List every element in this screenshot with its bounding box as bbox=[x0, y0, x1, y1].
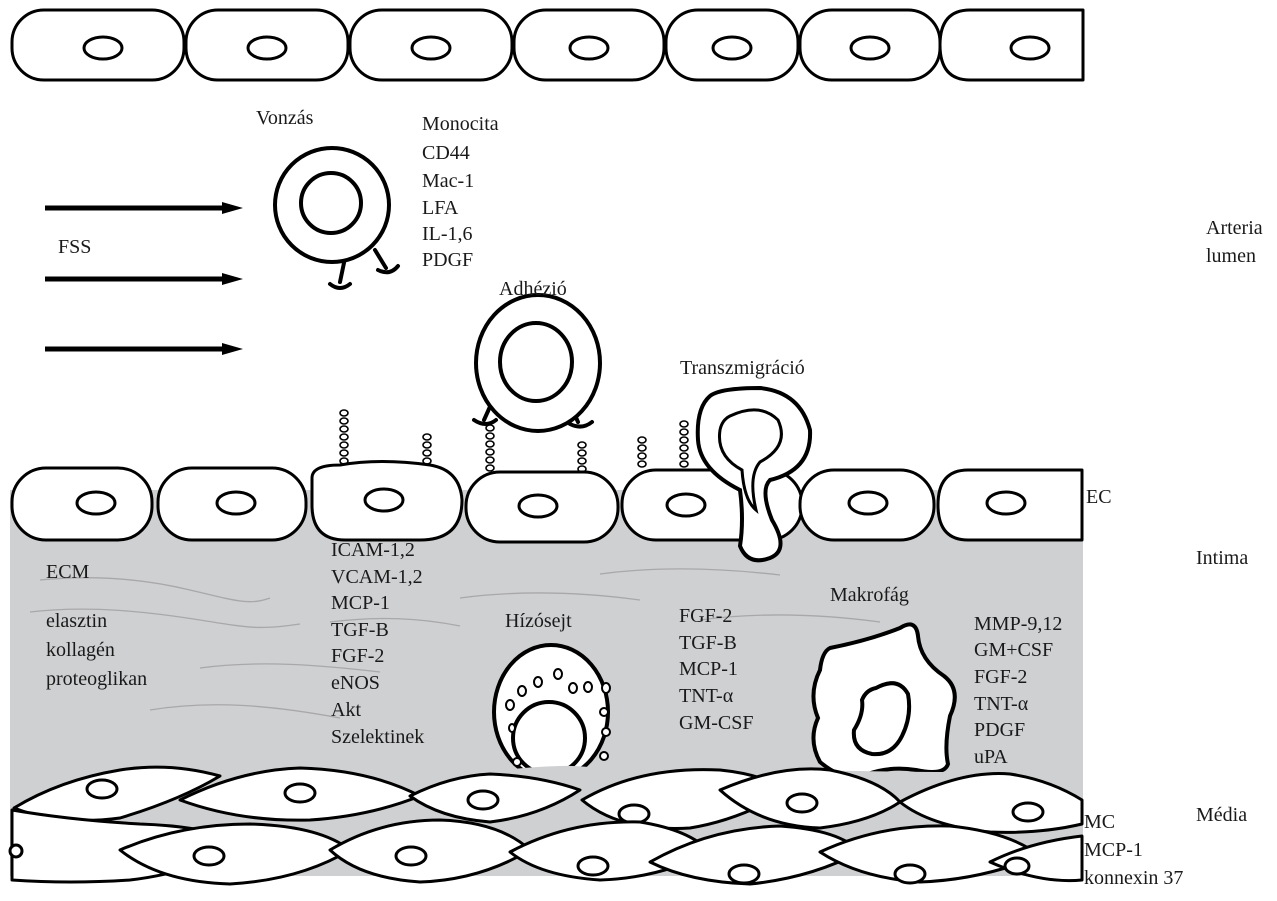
factor-item: MCP-1 bbox=[1084, 839, 1143, 861]
mast-cell bbox=[494, 645, 610, 779]
ecm-item: elasztin bbox=[46, 610, 107, 632]
flow-arrows bbox=[45, 202, 243, 355]
monocyte-attraction bbox=[275, 148, 398, 288]
label-transzmigracio: Transzmigráció bbox=[680, 357, 805, 379]
label-media: Média bbox=[1196, 804, 1247, 826]
factor-item: FGF-2 bbox=[331, 645, 384, 667]
factor-item: MMP-9,12 bbox=[974, 613, 1062, 635]
factor-item: Mac-1 bbox=[422, 170, 474, 192]
factor-item: TNT-α bbox=[974, 693, 1029, 715]
factor-item: ICAM-1,2 bbox=[331, 539, 415, 561]
factor-item: TGF-B bbox=[331, 619, 389, 641]
factor-item: FGF-2 bbox=[679, 605, 732, 627]
factor-item: uPA bbox=[974, 746, 1008, 768]
ecm-item: proteoglikan bbox=[46, 668, 147, 690]
factor-item: GM+CSF bbox=[974, 639, 1053, 661]
factor-item: Akt bbox=[331, 699, 361, 721]
factor-item: CD44 bbox=[422, 142, 470, 164]
media-factor-list: MC MCP-1 konnexin 37 bbox=[1084, 811, 1183, 889]
label-ecm: ECM bbox=[46, 561, 90, 583]
label-fss: FSS bbox=[58, 236, 91, 258]
factor-item: eNOS bbox=[331, 672, 380, 694]
factor-item: FGF-2 bbox=[974, 666, 1027, 688]
label-intima: Intima bbox=[1196, 547, 1248, 569]
monocyte-factor-list: Monocita CD44 Mac-1 LFA IL-1,6 PDGF bbox=[422, 113, 499, 271]
factor-item: konnexin 37 bbox=[1084, 867, 1183, 889]
factor-item: LFA bbox=[422, 197, 459, 219]
factor-item: GM-CSF bbox=[679, 712, 753, 734]
factor-item: MC bbox=[1084, 811, 1115, 833]
label-ec: EC bbox=[1086, 486, 1112, 508]
factor-item: VCAM-1,2 bbox=[331, 566, 423, 588]
label-makrofag: Makrofág bbox=[830, 584, 909, 606]
label-lumen: lumen bbox=[1206, 245, 1256, 267]
top-endothelium bbox=[12, 10, 1083, 80]
factor-item: Monocita bbox=[422, 113, 499, 135]
label-hizosejt: Hízósejt bbox=[505, 610, 572, 632]
factor-item: MCP-1 bbox=[679, 658, 738, 680]
factor-item: MCP-1 bbox=[331, 592, 390, 614]
factor-item: TGF-B bbox=[679, 632, 737, 654]
ecm-item: kollagén bbox=[46, 639, 115, 661]
monocyte-adhesion bbox=[474, 295, 600, 431]
factor-item: PDGF bbox=[422, 249, 473, 271]
factor-item: PDGF bbox=[974, 719, 1025, 741]
label-vonzas: Vonzás bbox=[256, 107, 314, 129]
endothelium-ec bbox=[12, 462, 1082, 543]
factor-item: TNT-α bbox=[679, 685, 734, 707]
factor-item: IL-1,6 bbox=[422, 223, 473, 245]
label-adhezio: Adhézió bbox=[499, 278, 567, 300]
factor-item: Szelektinek bbox=[331, 726, 424, 748]
label-arteria: Arteria bbox=[1206, 217, 1263, 239]
